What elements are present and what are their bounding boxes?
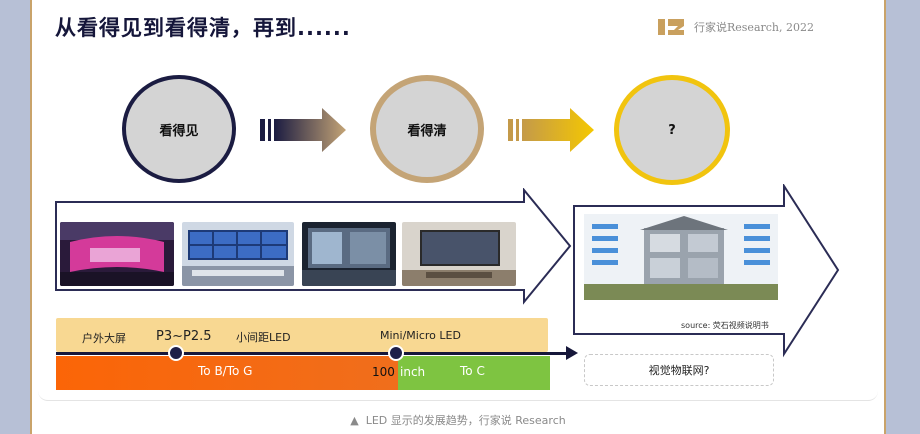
stage-label-clear: 看得清 (407, 123, 447, 139)
photo-control-room (182, 222, 294, 286)
stage-circle-clear: 看得清 (370, 75, 484, 183)
arrow-right-icon (508, 108, 594, 152)
label-mini-micro-led: Mini/Micro LED (380, 329, 461, 342)
timeline-axis (56, 352, 572, 355)
label-pitch: P3~P2.5 (156, 329, 212, 344)
stage-label-next: ? (668, 122, 676, 138)
timeline-top-band (56, 318, 548, 352)
label-tob-tog: To B/To G (198, 364, 253, 378)
image-source: source: 荧石视频说明书 (681, 321, 769, 330)
page: 从看得见到看得清，再到...... 行家说Research, 2022 看得见 (30, 0, 886, 434)
slide: 从看得见到看得清，再到...... 行家说Research, 2022 看得见 (38, 0, 878, 401)
label-small-pitch-led: 小间距LED (236, 331, 291, 344)
timeline-b2b-band (56, 356, 398, 390)
arrow-right-icon (260, 108, 346, 152)
brand-logo-icon (658, 19, 684, 35)
label-toc: To C (460, 364, 485, 378)
photo-glass-showroom (302, 222, 396, 286)
photo-smart-home (584, 214, 778, 300)
brand-text: 行家说Research, 2022 (694, 21, 814, 34)
label-outdoor-screen: 户外大屏 (82, 332, 126, 345)
timeline-marker (388, 345, 404, 361)
figure-caption: ▲ LED 显示的发展趋势，行家说 Research (32, 412, 884, 428)
stage-circle-see: 看得见 (122, 75, 236, 183)
label-inch: inch (400, 365, 426, 379)
caption-text: LED 显示的发展趋势，行家说 Research (365, 414, 566, 427)
photo-outdoor-screen (60, 222, 174, 286)
iot-box: 视觉物联网? (584, 354, 774, 386)
brand: 行家说Research, 2022 (658, 16, 814, 38)
triangle-icon: ▲ (350, 414, 366, 427)
stage-label-see: 看得见 (159, 123, 199, 139)
stage-circle-next: ? (614, 75, 730, 185)
label-100: 100 (372, 365, 395, 379)
iot-box-label: 视觉物联网? (648, 364, 710, 377)
timeline-marker (168, 345, 184, 361)
slide-title: 从看得见到看得清，再到...... (55, 16, 351, 40)
axis-arrowhead-icon (566, 346, 578, 360)
timeline-b2c-band (398, 356, 550, 390)
photo-home-theater (402, 222, 516, 286)
